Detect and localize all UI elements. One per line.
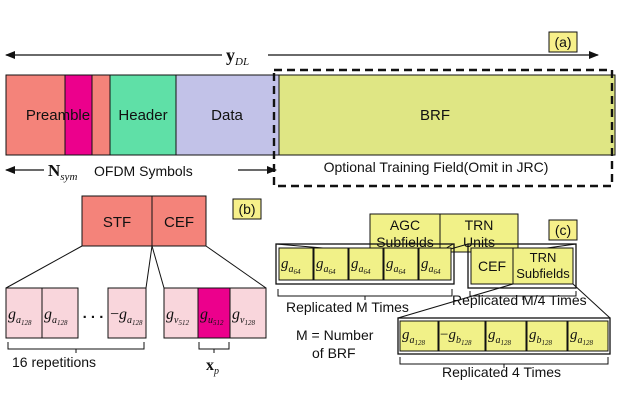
- stf-seq-box-16: [107, 287, 147, 339]
- stf-block: [81, 195, 153, 247]
- trn-seq-box-2: [438, 320, 486, 352]
- panel-c: (c) AGC Subfields TRN Units ga64 ga64 ga…: [275, 213, 611, 380]
- replicated-m-caption: Replicated M Times: [286, 299, 409, 315]
- cef-block-b: [151, 195, 207, 247]
- panel-c-label: (c): [555, 222, 571, 238]
- trn-seq-box-5: [567, 320, 609, 352]
- agc-subfields-block: [369, 213, 441, 253]
- preamble-label: Preamble: [26, 107, 90, 124]
- panel-a-label-box: [548, 31, 578, 53]
- panel-a: yDL (a) Preamble Header Data BRF Optiona…: [5, 31, 616, 188]
- repetitions-caption: 16 repetitions: [12, 354, 96, 370]
- agc-seq-box-4: [383, 247, 419, 281]
- cef-seq-1-text: gv512: [166, 306, 189, 327]
- optional-training-dashed-box: [272, 68, 614, 188]
- trn-subfields-zoom-right: [572, 283, 611, 319]
- trn-units-label-line2: Units: [463, 234, 495, 250]
- cef-zoom-line-left: [151, 245, 165, 289]
- brf-segment: [278, 74, 616, 156]
- cef-seq-3-text: gv128: [232, 306, 255, 327]
- agc-seq-1-text: ga64: [281, 256, 301, 276]
- trn-unit-outer: [467, 243, 577, 289]
- cef-block-c: [470, 247, 514, 285]
- preamble-segment-1: [5, 74, 66, 156]
- m-definition-line1: M = Number: [296, 327, 374, 343]
- cef-seq-2-text: gu512: [200, 306, 224, 327]
- replicated-4-caption: Replicated 4 Times: [442, 364, 561, 380]
- cef-label-c: CEF: [478, 258, 506, 274]
- stf-seq-16-text: −ga128: [110, 306, 143, 327]
- agc-seq-outer: [275, 243, 455, 285]
- trn-seq-box-4: [526, 320, 568, 352]
- stf-seq-2-text: ga128: [44, 306, 68, 327]
- cef-zoom-line-right: [205, 245, 267, 289]
- replicated-m4-caption: Replicated M/4 Times: [452, 292, 587, 308]
- data-label: Data: [211, 107, 243, 124]
- agc-seq-3-text: ga64: [351, 256, 371, 276]
- ydl-symbol: yDL: [226, 45, 249, 68]
- cef-seq-box-3: [229, 287, 267, 339]
- agc-seq-box-2: [313, 247, 349, 281]
- xp-symbol: xp: [206, 357, 219, 377]
- trn-seq-1-text: ga128: [402, 327, 426, 347]
- panel-b-label: (b): [238, 201, 255, 217]
- nsym-symbol: Nsym: [48, 161, 77, 183]
- nsym-text: OFDM Symbols: [94, 163, 193, 179]
- trn-subfields-zoom-left: [397, 283, 514, 319]
- brf-label: BRF: [420, 107, 450, 124]
- trn-seq-4-text: gb128: [529, 327, 553, 347]
- trn-units-label-line1: TRN: [465, 217, 494, 233]
- stf-seq-1-text: ga128: [8, 306, 32, 327]
- cef-label-b: CEF: [164, 214, 194, 231]
- optional-training-label: Optional Training Field(Omit in JRC): [324, 159, 549, 175]
- cef-seq-box-2: [197, 287, 231, 339]
- data-segment: [175, 74, 280, 156]
- header-label: Header: [118, 107, 167, 124]
- agc-seq-4-text: ga64: [386, 256, 406, 276]
- header-segment: [109, 74, 177, 156]
- trn-seq-5-text: ga128: [570, 327, 594, 347]
- replicated-4-brace: [399, 357, 609, 365]
- trn-subfields-label-line2: Subfields: [516, 266, 570, 281]
- stf-seq-box-2: [41, 287, 79, 339]
- cef-seq-box-1: [163, 287, 199, 339]
- preamble-segment-3: [91, 74, 111, 156]
- m-definition-line2: of BRF: [312, 345, 356, 361]
- panel-b: (b) STF CEF . . . ga128 ga128 −ga128 16 …: [5, 195, 267, 377]
- trn-seq-box-3: [485, 320, 527, 352]
- stf-ellipsis: . . .: [83, 305, 104, 322]
- agc-seq-5-text: ga64: [421, 256, 441, 276]
- xp-brace: [198, 342, 230, 350]
- trn-subfields-label-line1: TRN: [530, 250, 557, 265]
- stf-zoom-line-right: [145, 245, 153, 289]
- repetitions-brace: [7, 342, 145, 350]
- agc-label-line1: AGC: [390, 217, 420, 233]
- panel-c-label-box: [548, 219, 578, 241]
- trn-seq-outer: [397, 317, 611, 355]
- trn-subfields-block: [512, 247, 574, 285]
- preamble-segment-2: [64, 74, 93, 156]
- agc-seq-box-1: [278, 247, 314, 281]
- agc-label-line2: Subfields: [376, 234, 434, 250]
- agc-seq-box-5: [418, 247, 452, 281]
- agc-seq-row: ga64 ga64 ga64 ga64 ga64: [278, 247, 452, 281]
- panel-a-label: (a): [554, 34, 571, 50]
- panel-b-label-box: [232, 198, 262, 220]
- stf-label: STF: [103, 214, 131, 231]
- trn-seq-box-1: [399, 320, 439, 352]
- trn-seq-2-text: −gb128: [440, 327, 472, 347]
- stf-zoom-line-left: [5, 245, 83, 289]
- trn-units-block: [439, 213, 519, 253]
- replicated-m-brace: [277, 289, 453, 297]
- agc-seq-box-3: [348, 247, 384, 281]
- trn-seq-3-text: ga128: [488, 327, 512, 347]
- agc-seq-2-text: ga64: [316, 256, 336, 276]
